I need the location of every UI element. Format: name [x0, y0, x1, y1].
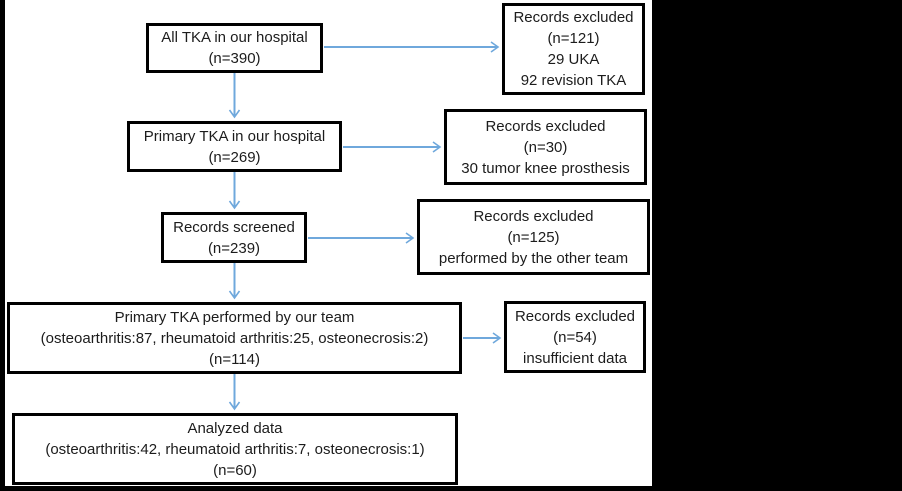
- black-bar-left: [0, 0, 5, 491]
- box-line: insufficient data: [523, 349, 627, 367]
- box-line: (osteoarthritis:42, rheumatoid arthritis…: [45, 440, 425, 458]
- box-line: (n=114): [208, 350, 260, 368]
- box-line: (n=239): [207, 239, 261, 257]
- box-line: (n=121): [547, 30, 600, 47]
- box-line: Records excluded: [473, 207, 594, 225]
- arrow-screened-to-team: [228, 263, 241, 300]
- box-line: Primary TKA in our hospital: [143, 127, 326, 145]
- box-line: 30 tumor knee prosthesis: [461, 159, 630, 177]
- box-line: (n=54): [553, 328, 597, 346]
- box-line: (n=125): [507, 228, 560, 246]
- box-excluded-otherteam: Records excluded (n=125) performed by th…: [417, 199, 650, 275]
- box-line: Records screened: [173, 218, 295, 236]
- arrow-primary-to-screened: [228, 172, 241, 210]
- arrow-all-to-excluded1: [324, 41, 500, 53]
- arrow-team-to-analyzed: [228, 374, 241, 411]
- box-line: All TKA in our hospital: [161, 29, 308, 46]
- box-primary-tka: Primary TKA in our hospital (n=269): [127, 121, 342, 172]
- box-line: (n=30): [523, 138, 568, 156]
- box-line: (n=390): [208, 50, 261, 67]
- black-bar-right: [652, 0, 902, 491]
- box-excluded-ukarevision: Records excluded (n=121) 29 UKA 92 revis…: [502, 3, 645, 95]
- box-line: 29 UKA: [547, 51, 600, 68]
- arrow-screened-to-excluded3: [308, 232, 415, 244]
- box-records-screened: Records screened (n=239): [161, 212, 307, 263]
- box-line: Records excluded: [513, 9, 634, 26]
- arrow-team-to-excluded4: [463, 332, 502, 344]
- box-analyzed-data: Analyzed data (osteoarthritis:42, rheuma…: [12, 413, 458, 485]
- box-all-tka: All TKA in our hospital (n=390): [146, 23, 323, 73]
- box-excluded-insufficient: Records excluded (n=54) insufficient dat…: [504, 301, 646, 373]
- box-line: Analyzed data: [187, 419, 283, 437]
- arrow-all-to-primary: [228, 73, 241, 119]
- box-line: (n=60): [213, 461, 257, 479]
- box-line: performed by the other team: [438, 249, 629, 267]
- box-line: (n=269): [208, 148, 261, 166]
- box-primary-team: Primary TKA performed by our team (osteo…: [7, 302, 462, 374]
- box-line: Records excluded: [514, 307, 636, 325]
- box-excluded-tumor: Records excluded (n=30) 30 tumor knee pr…: [444, 109, 647, 185]
- box-line: Records excluded: [485, 117, 606, 135]
- box-line: 92 revision TKA: [520, 72, 627, 89]
- box-line: Primary TKA performed by our team: [114, 308, 355, 326]
- black-bar-bottom: [0, 486, 652, 491]
- arrow-primary-to-excluded2: [343, 141, 442, 153]
- box-line: (osteoarthritis:87, rheumatoid arthritis…: [40, 329, 429, 347]
